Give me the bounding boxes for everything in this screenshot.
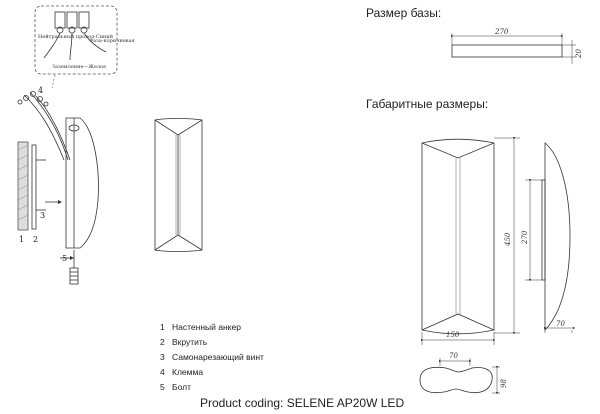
wiring-detail: Нейтральный провод-Синий Фаза-коричневая…	[34, 5, 135, 89]
base-height-dim: 20	[575, 49, 583, 59]
front-view	[154, 118, 203, 252]
phase-wire-label: Фаза-коричневая	[89, 38, 135, 44]
product-coding: Product coding: SELENE AP20W LED	[200, 396, 405, 410]
wall-section	[17, 141, 29, 231]
overall-size-heading: Габаритные размеры:	[366, 97, 489, 111]
mounting-plate	[31, 144, 37, 230]
side-view	[525, 142, 576, 333]
depth-dim: 70	[556, 320, 565, 328]
terminal-3	[78, 11, 90, 29]
callout-5: 5	[62, 254, 67, 263]
base-size-heading: Размер базы:	[366, 6, 442, 20]
top-view	[419, 358, 500, 395]
top-width-dim: 70	[449, 352, 458, 360]
wiring-detail-frame	[34, 5, 118, 75]
front-width-dim: 150	[446, 331, 460, 339]
callout-1: 1	[19, 235, 24, 244]
top-depth-dim: 98	[500, 379, 508, 388]
overall-front-view	[420, 136, 520, 345]
callout-2: 2	[33, 235, 38, 244]
overall-height-dim: 450	[504, 232, 512, 247]
base-length-dim: 270	[494, 28, 509, 36]
base-plate	[451, 44, 563, 58]
neutral-wire-label: Нейтральный провод-Синий	[38, 34, 114, 40]
callout-3: 3	[40, 211, 45, 220]
installation-view	[17, 91, 99, 285]
terminal-block	[43, 11, 107, 61]
side-height-dim: 270	[521, 230, 529, 245]
callout-4: 4	[38, 86, 43, 95]
base-drawing	[450, 33, 576, 64]
lamp-side-profile	[65, 117, 99, 249]
terminal-2	[66, 11, 78, 29]
side-base	[541, 179, 546, 281]
terminal-1	[54, 11, 66, 29]
ground-wire-label: Заземление—Желое	[52, 64, 106, 70]
